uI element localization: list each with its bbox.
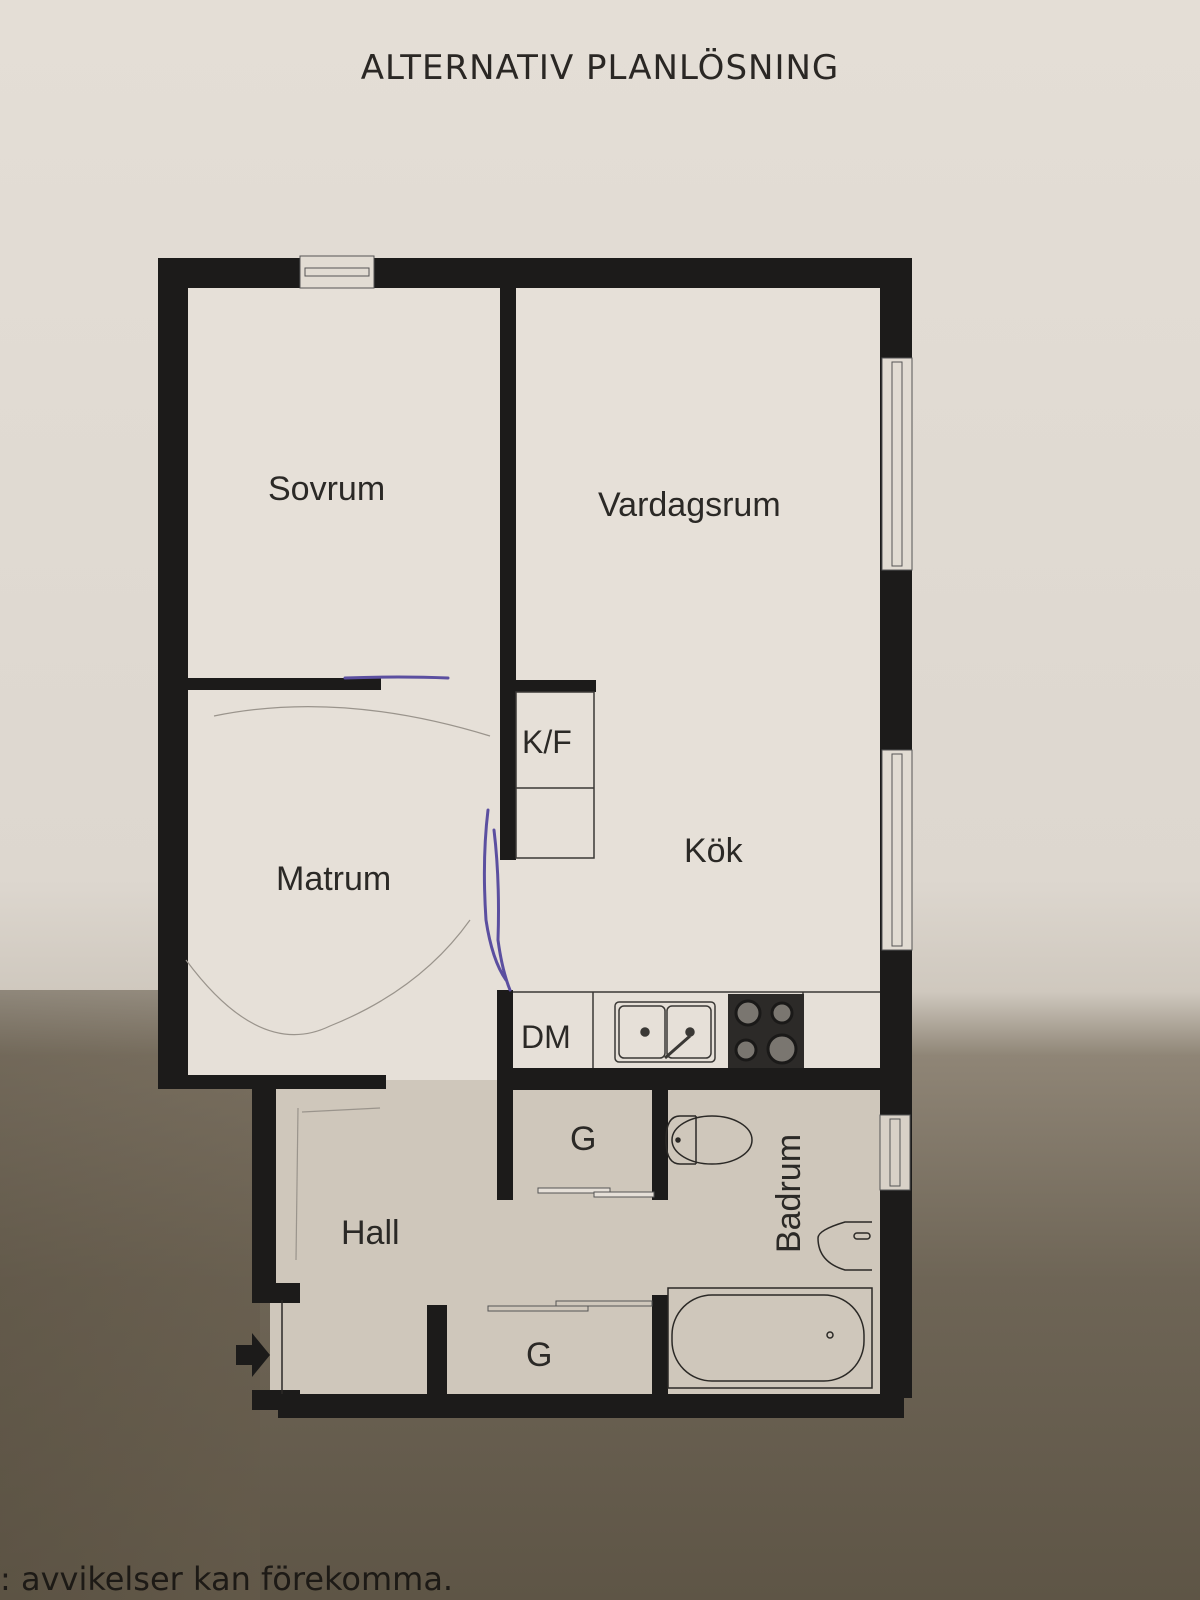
room-label-garderob-2: G <box>526 1336 553 1374</box>
page-title: ALTERNATIV PLANLÖSNING <box>360 48 840 88</box>
window-top <box>299 255 375 289</box>
entrance-arrow-icon <box>236 1333 270 1377</box>
fridge-freezer <box>515 691 595 859</box>
window-right-3 <box>879 1114 911 1191</box>
room-label-vardagsrum: Vardagsrum <box>598 486 781 524</box>
room-label-garderob-1: G <box>570 1120 597 1158</box>
room-label-sovrum: Sovrum <box>268 470 386 508</box>
room-label-kok: Kök <box>684 832 743 870</box>
sliding-door-g1 <box>537 1187 655 1198</box>
window-right-1 <box>881 357 913 571</box>
room-label-badrum: Badrum <box>770 1133 809 1254</box>
pen-annotation <box>343 675 512 992</box>
footer-disclaimer: : avvikelser kan förekomma. <box>0 1560 454 1598</box>
photo-shadow <box>0 990 260 1600</box>
stove-icon <box>728 994 804 1068</box>
bathtub-icon <box>667 1287 873 1389</box>
washbasin-icon <box>817 1221 872 1271</box>
sink-icon <box>614 1001 716 1063</box>
sliding-door-g2 <box>487 1300 653 1312</box>
pencil-annotation <box>185 706 491 1261</box>
toilet-icon <box>665 1115 753 1165</box>
room-label-dm: DM <box>521 1019 571 1055</box>
room-label-hall: Hall <box>341 1214 400 1252</box>
room-label-matrum: Matrum <box>276 860 392 898</box>
window-right-2 <box>881 749 913 951</box>
room-label-kf: K/F <box>522 724 572 760</box>
